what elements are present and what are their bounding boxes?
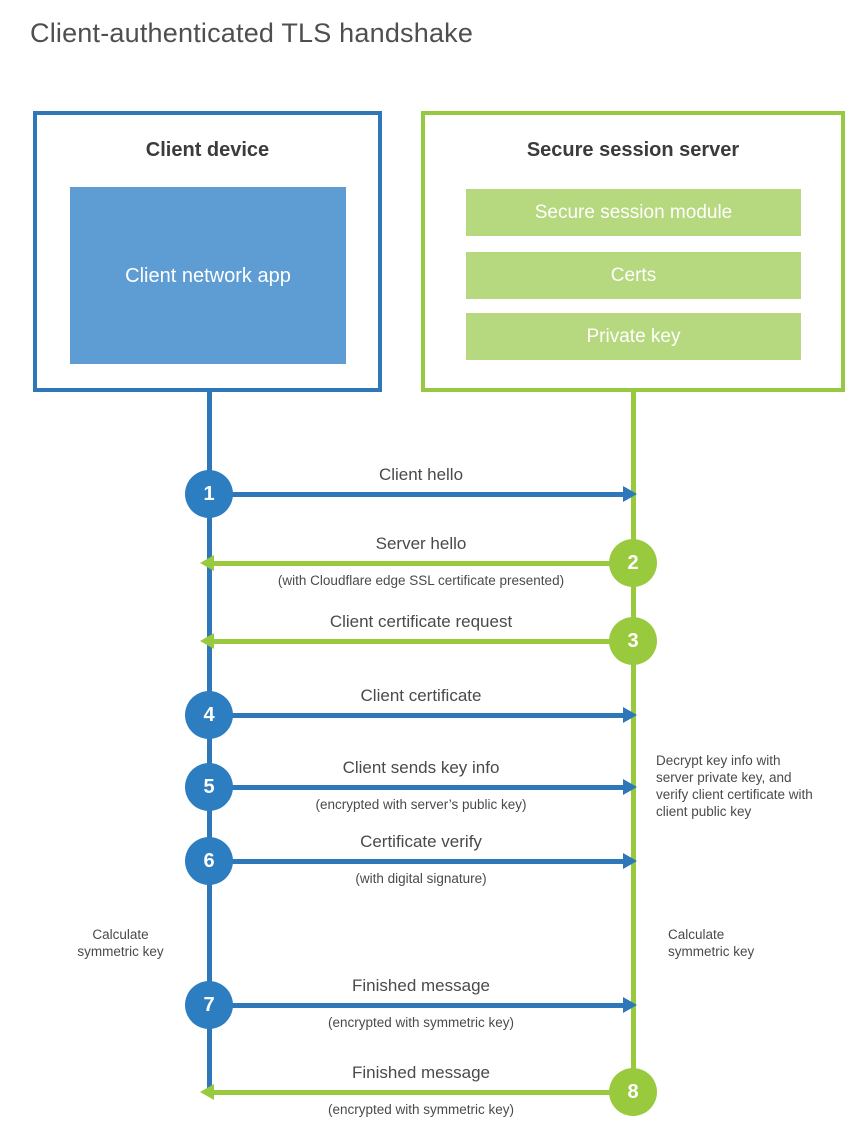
arrowhead-right-icon — [623, 707, 637, 723]
step-number: 5 — [203, 775, 215, 798]
step-number: 3 — [627, 629, 639, 652]
step-7-label: Finished message — [352, 976, 490, 995]
note-decrypt-key-info: Decrypt key info with server private key… — [656, 753, 813, 819]
step-8-label: Finished message — [352, 1063, 490, 1082]
step-number: 7 — [203, 993, 215, 1016]
step-6-badge: 6 — [185, 837, 233, 885]
step-2-sublabel: (with Cloudflare edge SSL certificate pr… — [277, 573, 565, 588]
arrowhead-left-icon — [200, 1084, 214, 1100]
client-device-title: Client device — [145, 139, 270, 161]
step-number: 6 — [203, 849, 215, 872]
step-1-label: Client hello — [378, 465, 464, 484]
arrow-line — [209, 859, 624, 864]
step-6-label: Certificate verify — [360, 832, 482, 851]
server-trunk-line — [631, 392, 636, 1092]
note-calculate-symmetric-key-client: Calculate symmetric key — [77, 927, 164, 959]
secure-session-server-title: Secure session server — [526, 139, 740, 161]
arrow-line — [209, 713, 624, 718]
module-bar-certs: Certs — [466, 252, 801, 299]
step-4-label: Client certificate — [360, 686, 482, 705]
module-bar-secure-session-module: Secure session module — [466, 189, 801, 236]
secure-session-server-box: Secure session server Secure session mod… — [421, 111, 845, 392]
arrow-line — [213, 1090, 633, 1095]
note-calculate-symmetric-key-server: Calculate symmetric key — [668, 927, 755, 959]
step-number: 2 — [627, 551, 639, 574]
step-3-badge: 3 — [609, 617, 657, 665]
client-device-box: Client device Client network app — [33, 111, 382, 392]
step-8-badge: 8 — [609, 1068, 657, 1116]
arrowhead-right-icon — [623, 486, 637, 502]
step-7-sublabel: (encrypted with symmetric key) — [327, 1015, 515, 1030]
arrow-line — [209, 492, 624, 497]
step-3-label: Client certificate request — [329, 612, 513, 631]
arrowhead-right-icon — [623, 779, 637, 795]
step-number: 4 — [203, 703, 215, 726]
diagram-title: Client-authenticated TLS handshake — [30, 18, 474, 48]
step-1-badge: 1 — [185, 470, 233, 518]
step-5-label: Client sends key info — [342, 758, 500, 777]
step-2-badge: 2 — [609, 539, 657, 587]
step-number: 8 — [627, 1080, 639, 1103]
step-number: 1 — [203, 482, 215, 505]
module-bar-private-key: Private key — [466, 313, 801, 360]
arrow-line — [213, 561, 633, 566]
step-5-badge: 5 — [185, 763, 233, 811]
step-6-sublabel: (with digital signature) — [355, 871, 487, 886]
arrowhead-left-icon — [200, 633, 214, 649]
arrowhead-right-icon — [623, 853, 637, 869]
arrow-line — [213, 639, 633, 644]
client-trunk-line — [207, 392, 212, 1091]
arrow-line — [209, 1003, 624, 1008]
client-network-app-label: Client network app — [125, 264, 291, 287]
arrow-line — [209, 785, 624, 790]
step-7-badge: 7 — [185, 981, 233, 1029]
arrowhead-right-icon — [623, 997, 637, 1013]
step-5-sublabel: (encrypted with server’s public key) — [315, 797, 527, 812]
step-2-label: Server hello — [375, 534, 467, 553]
client-network-app-box: Client network app — [70, 187, 346, 364]
arrowhead-left-icon — [200, 555, 214, 571]
step-8-sublabel: (encrypted with symmetric key) — [327, 1102, 515, 1117]
step-4-badge: 4 — [185, 691, 233, 739]
